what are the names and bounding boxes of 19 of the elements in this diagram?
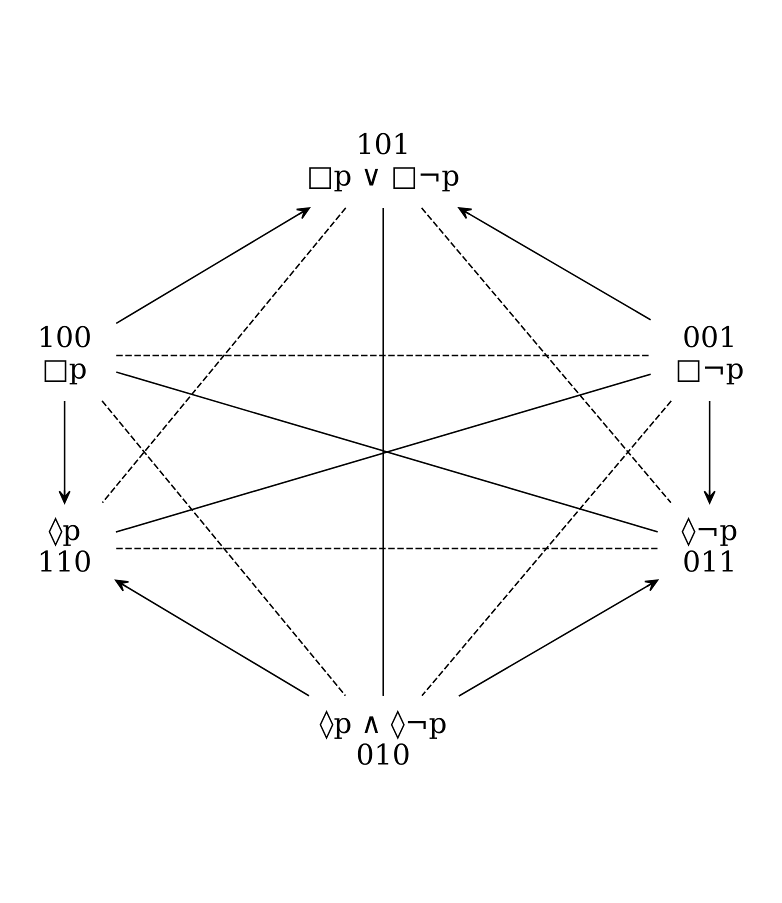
arrow bbox=[458, 206, 652, 320]
connector bbox=[382, 207, 384, 696]
arrow bbox=[58, 400, 71, 504]
arrow bbox=[458, 578, 658, 696]
node-text: ◊¬p 011 bbox=[682, 514, 738, 578]
arrow bbox=[116, 206, 310, 324]
connector bbox=[102, 206, 346, 503]
connector bbox=[116, 547, 658, 549]
node-text: 101 □p ∨ □¬p bbox=[306, 128, 460, 192]
arrow bbox=[704, 400, 716, 504]
node-text: ◊p 110 bbox=[37, 514, 92, 578]
arrow bbox=[115, 579, 310, 696]
connector bbox=[101, 400, 346, 696]
connector bbox=[421, 400, 672, 696]
node-text: ◊p ∧ ◊¬p 010 bbox=[320, 706, 447, 771]
node-text: 100 □p bbox=[37, 320, 92, 385]
node-text: 001 □¬p bbox=[675, 320, 744, 385]
connector bbox=[421, 206, 672, 503]
connector bbox=[116, 354, 651, 356]
